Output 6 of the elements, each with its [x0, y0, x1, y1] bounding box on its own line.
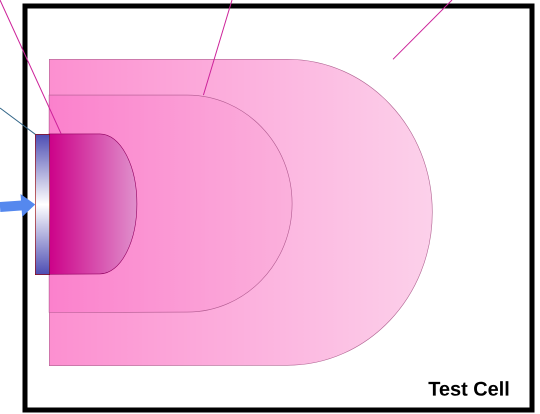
window-plate	[35, 134, 50, 275]
leader-line	[0, 0, 62, 134]
leader-line	[392, 0, 452, 60]
leader-line	[202, 0, 232, 96]
test-cell-frame: Test Cell	[22, 4, 534, 412]
leader-line	[0, 108, 36, 135]
